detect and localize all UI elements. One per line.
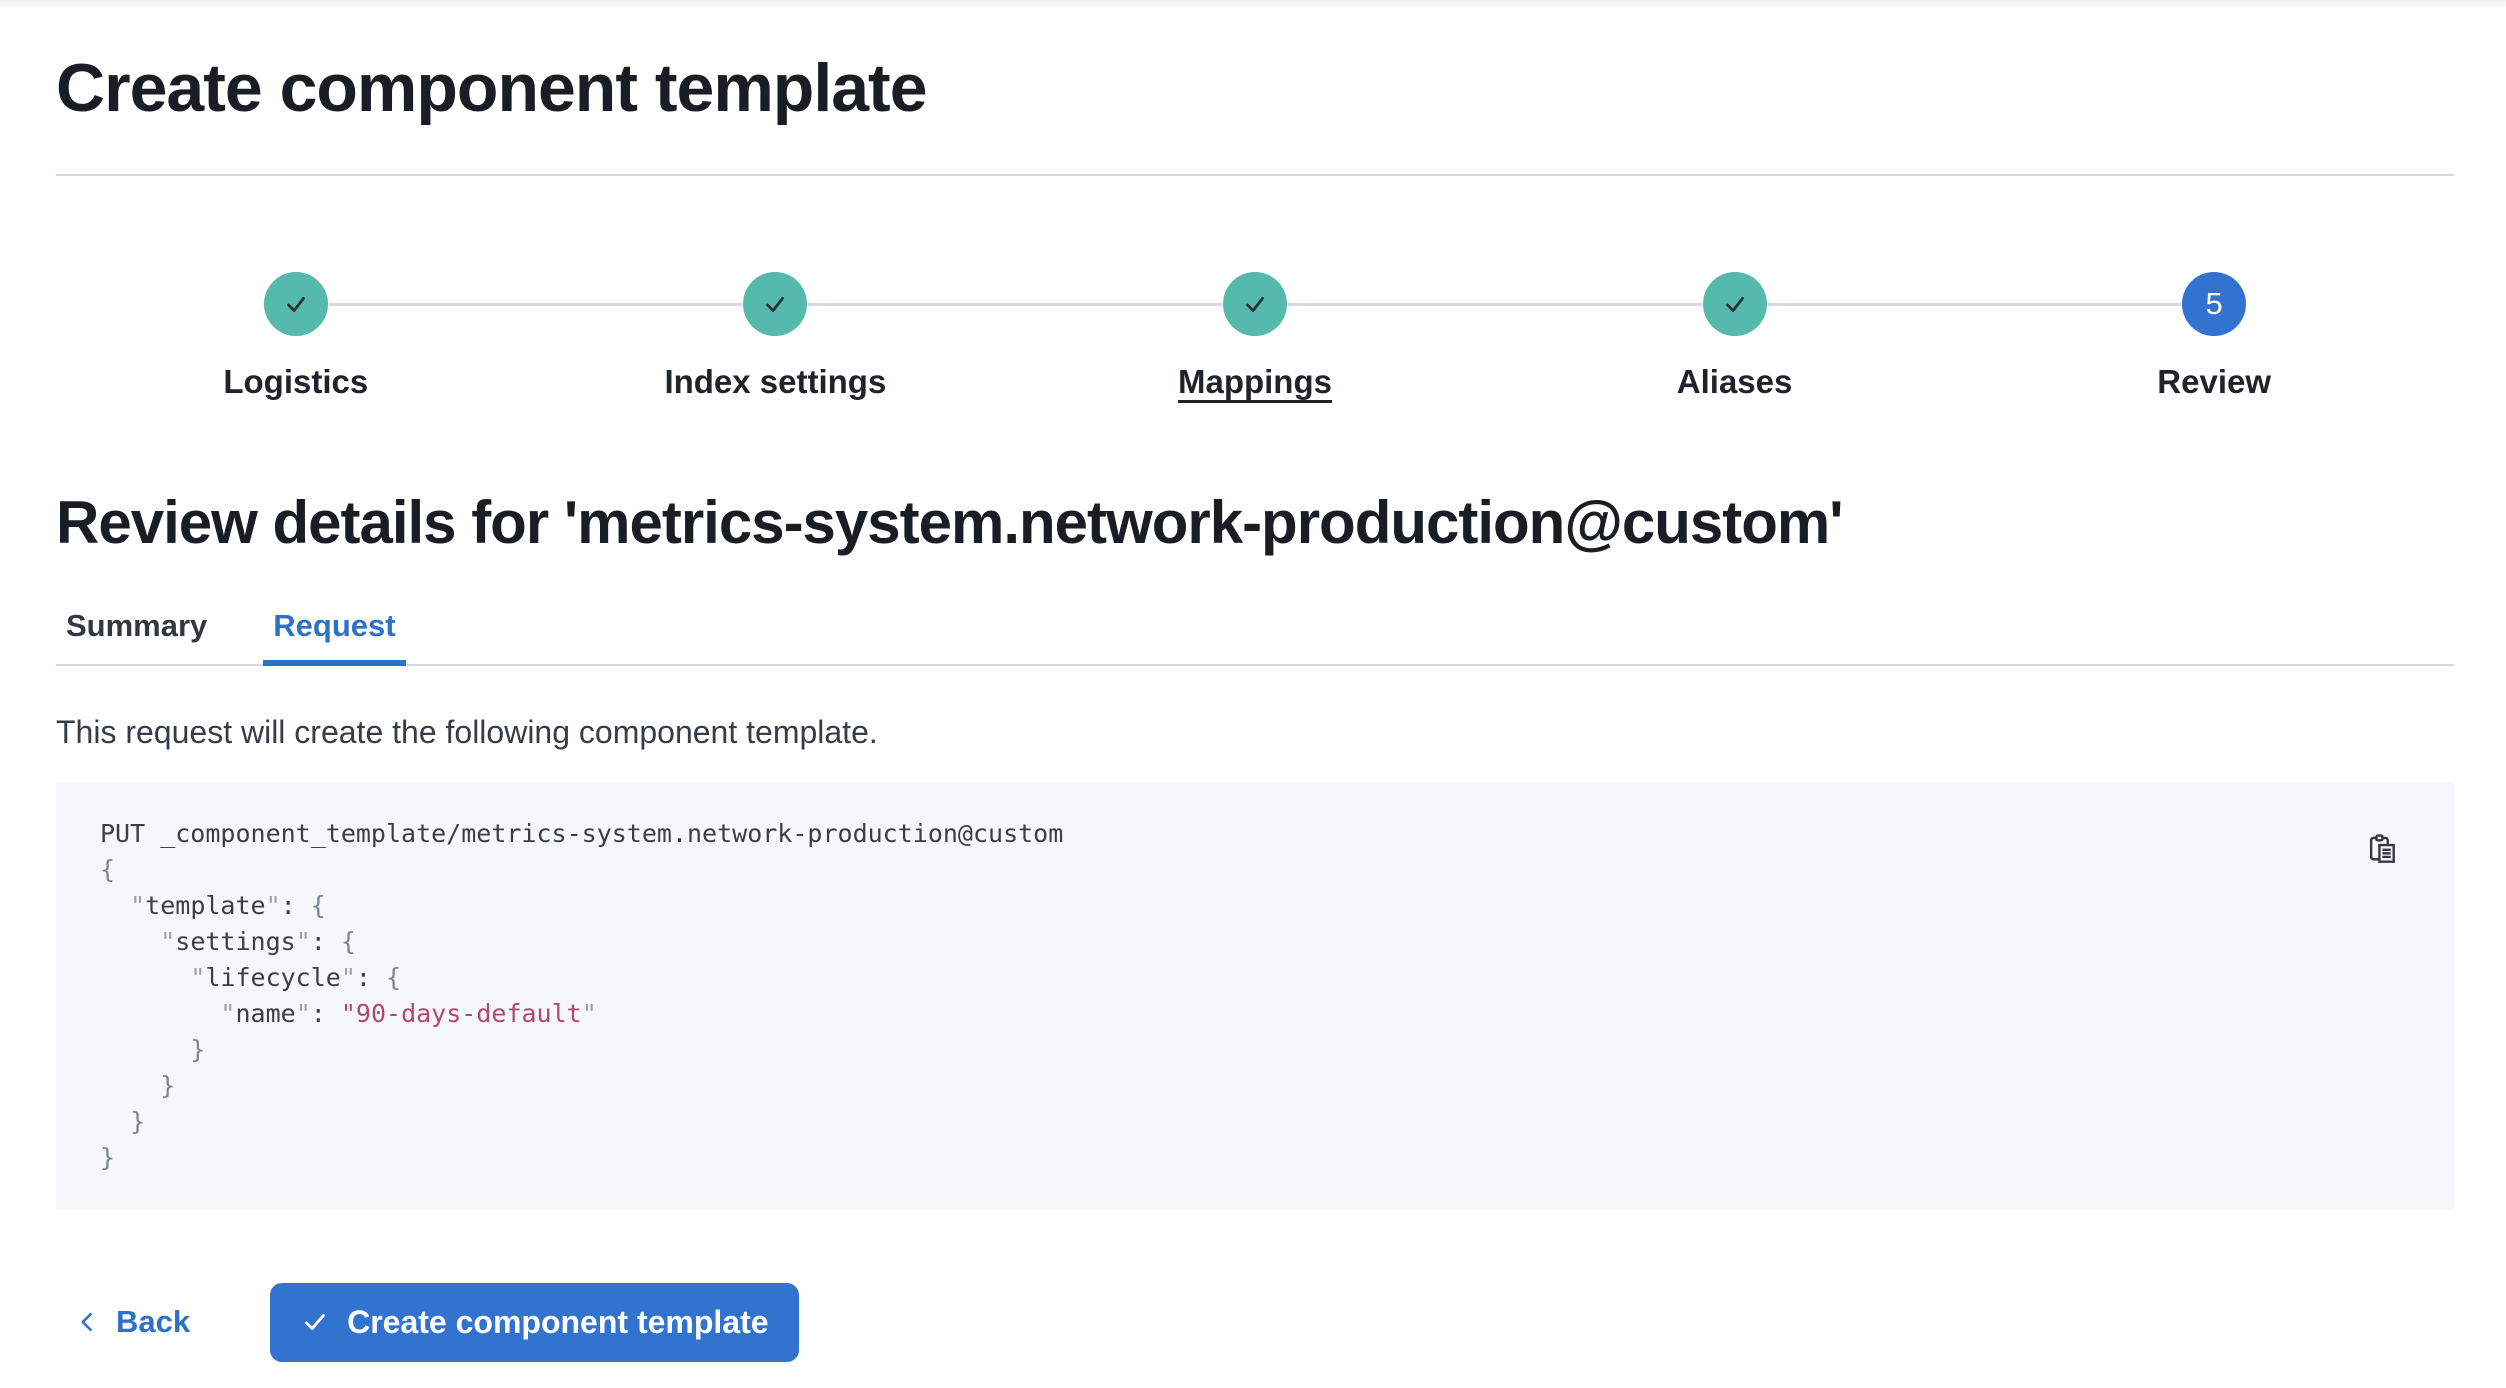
step-circle-complete [1222,272,1287,336]
step-circle-current: 5 [2182,272,2247,336]
code-line: } [160,1071,176,1100]
request-code-panel: PUT _component_template/metrics-system.n… [56,782,2454,1210]
check-icon [766,296,785,312]
create-component-template-page: Create component template Logistics Index… [0,46,2506,1362]
header-divider [56,174,2454,176]
back-label: Back [116,1304,191,1339]
check-icon [305,1314,325,1330]
step-logistics[interactable]: Logistics [56,272,536,402]
tab-summary[interactable]: Summary [56,606,217,664]
copy-clipboard-icon [2369,834,2395,863]
check-icon [1725,296,1744,312]
step-circle-complete [743,272,808,336]
review-heading: Review details for 'metrics-system.netwo… [56,489,1843,556]
step-label: Review [2157,363,2272,400]
step-label: Mappings [1177,363,1332,400]
tab-request[interactable]: Request [263,606,406,666]
create-button-label: Create component template [347,1303,769,1340]
step-label: Logistics [223,363,369,400]
step-circle-complete [263,272,328,336]
chevron-left-icon [81,1312,92,1332]
code-line: } [130,1107,146,1136]
code-line: "lifecycle": { [190,963,402,992]
code-line: { [100,855,116,884]
request-code: PUT _component_template/metrics-system.n… [100,816,2314,1176]
top-scroll-shadow [0,0,2506,8]
create-component-template-button[interactable]: Create component template [270,1282,799,1362]
copy-button[interactable] [2364,832,2402,870]
step-mappings[interactable]: Mappings [1015,272,1495,402]
step-index-settings[interactable]: Index settings [535,272,1016,402]
check-icon [1246,296,1264,312]
code-line: "settings": { [160,927,356,956]
code-line: PUT _component_template/metrics-system.n… [100,819,1064,848]
wizard-footer: Back Create component template [56,1282,2454,1362]
back-button[interactable]: Back [56,1282,208,1362]
step-circle-complete [1702,272,1767,336]
step-label: Aliases [1676,363,1793,400]
code-line: "name": "90-days-default" [220,999,597,1028]
code-line: } [100,1143,116,1172]
code-line: "template": { [130,891,326,920]
request-description: This request will create the following c… [56,714,878,750]
step-aliases[interactable]: Aliases [1494,272,1975,402]
step-label: Index settings [664,363,887,400]
page-title: Create component template [56,50,928,126]
check-icon [286,296,305,312]
step-number: 5 [2205,286,2223,321]
code-line: } [190,1035,206,1064]
tab-bar: Summary Request [56,606,2454,666]
